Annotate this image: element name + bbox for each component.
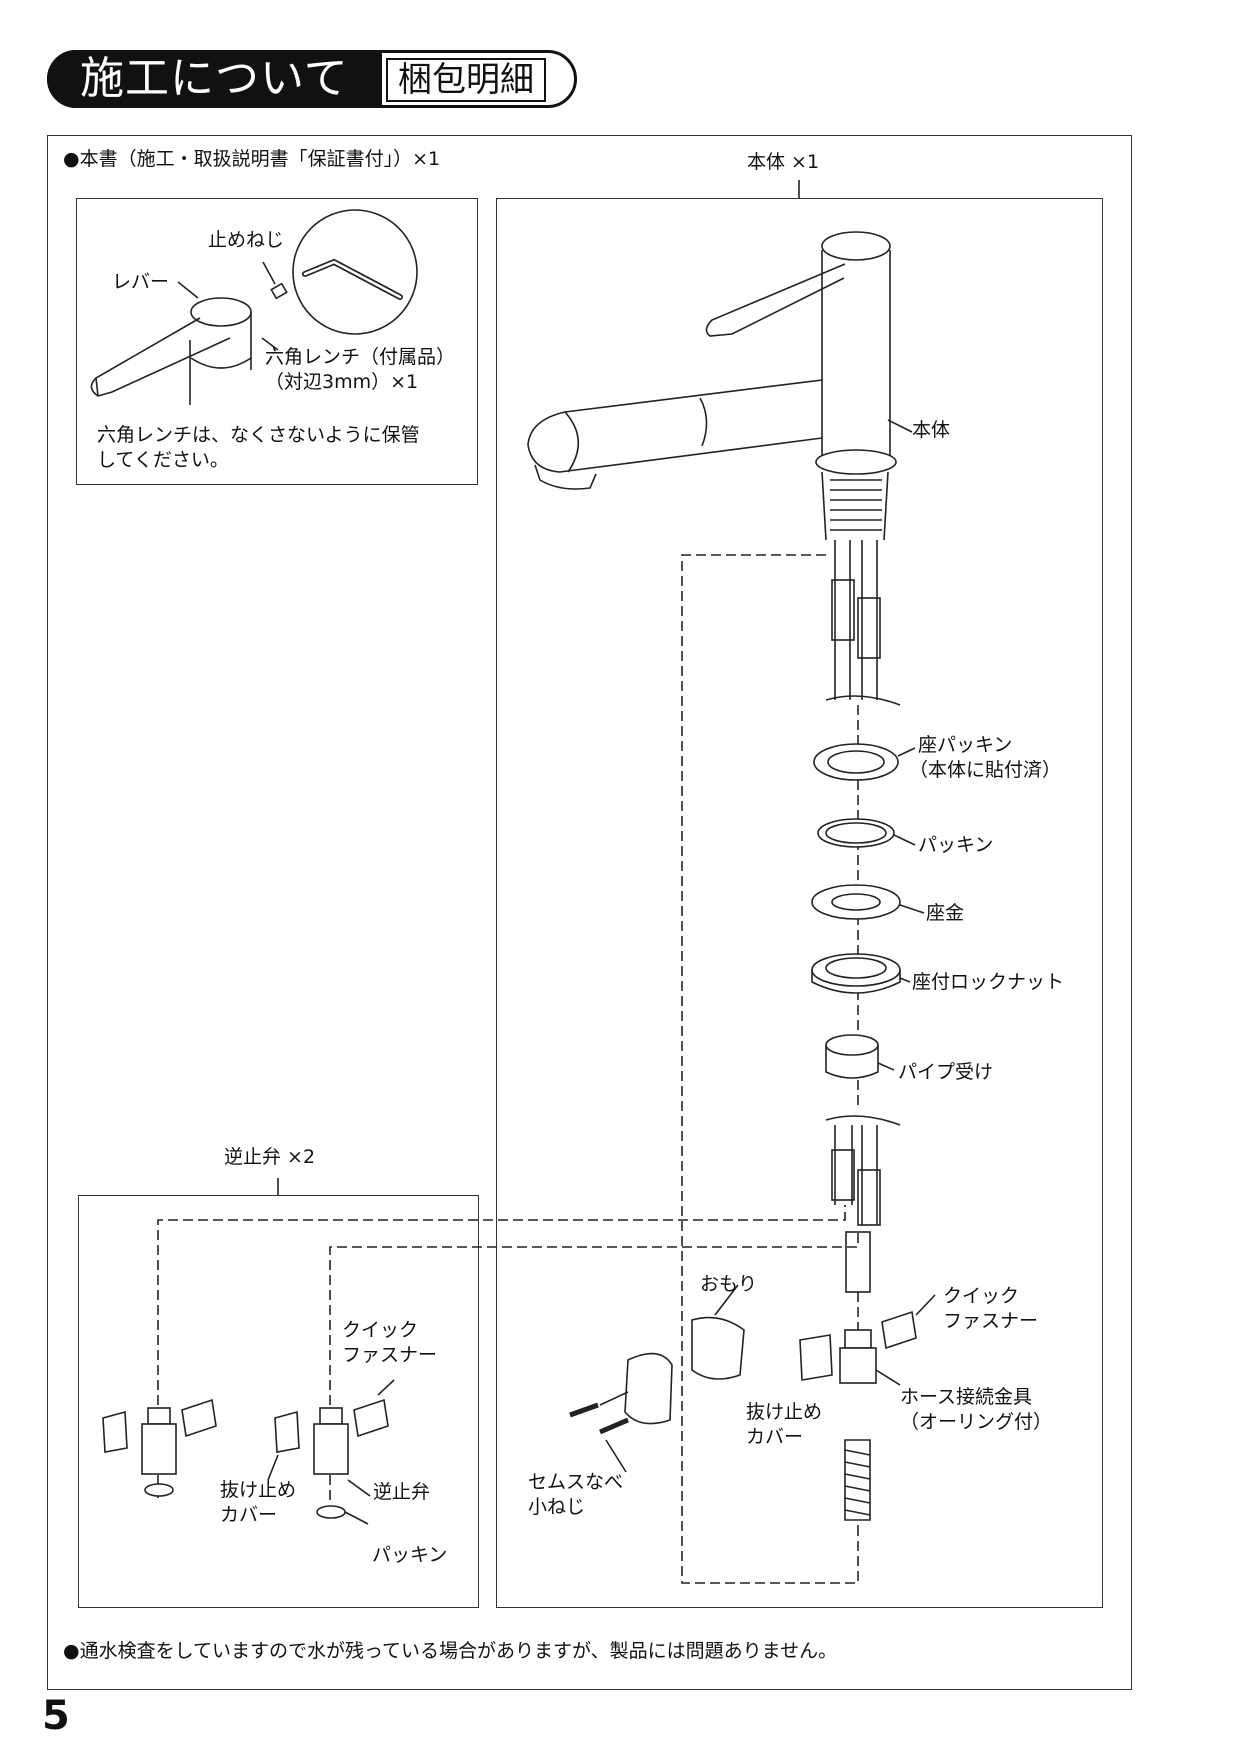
label-hex-wrench-2: （対辺3mm）×1 xyxy=(265,371,419,393)
lever-drawing xyxy=(90,297,252,405)
label-body: 本体 xyxy=(912,419,951,441)
faucet-body-drawing xyxy=(527,231,901,706)
label-slip-cover-1: 抜け止め xyxy=(746,1401,823,1423)
check-valve-box xyxy=(78,1195,479,1608)
label-lever: レバー xyxy=(112,271,170,293)
subtitle-box xyxy=(386,58,546,102)
manual-note: ●本書（施工・取扱説明書「保証書付」）×1 xyxy=(63,148,441,170)
header-title-background xyxy=(47,50,382,108)
label-hex-wrench-1: 六角レンチ（付属品） xyxy=(265,346,456,368)
main-body-box xyxy=(496,198,1103,1608)
label-cv-valve: 逆止弁 xyxy=(373,1481,431,1503)
label-washer: 座金 xyxy=(926,902,965,924)
label-quick-fastener-2: ファスナー xyxy=(943,1310,1039,1332)
label-lock-nut: 座付ロックナット xyxy=(912,971,1065,993)
label-quick-fastener-1: クイック xyxy=(943,1285,1020,1307)
label-cv-slip-cover-2: カバー xyxy=(220,1504,278,1526)
label-seat-packing-2: （本体に貼付済） xyxy=(909,759,1062,781)
label-packing: パッキン xyxy=(918,834,994,856)
check-valve-body xyxy=(141,1423,177,1475)
page-subtitle: 梱包明細 xyxy=(398,60,534,100)
label-weight: おもり xyxy=(700,1273,758,1295)
water-test-note: ●通水検査をしていますので水が残っている場合がありますが、製品には問題ありません… xyxy=(63,1640,838,1662)
weight-holder xyxy=(624,1352,673,1425)
label-screw-2: 小ねじ xyxy=(528,1496,586,1518)
main-body-heading: 本体 ×1 xyxy=(747,151,820,173)
wrench-magnifier xyxy=(292,209,418,335)
label-pipe-receiver: パイプ受け xyxy=(898,1061,994,1083)
label-cv-slip-cover-1: 抜け止め xyxy=(220,1479,297,1501)
page-number: 5 xyxy=(42,1693,70,1739)
check-valve-fastener xyxy=(181,1398,217,1438)
wrench-warning-2: してください。 xyxy=(97,449,229,471)
seat-packing-ring xyxy=(813,743,899,781)
set-screw-drawing xyxy=(262,261,288,300)
check-valve-slip-cover xyxy=(102,1410,128,1453)
page-title: 施工について xyxy=(80,53,349,104)
label-cv-packing: パッキン xyxy=(372,1544,448,1566)
label-slip-cover-2: カバー xyxy=(746,1426,804,1448)
label-cv-quick-fastener-2: ファスナー xyxy=(342,1344,438,1366)
label-seat-packing-1: 座パッキン xyxy=(918,734,1013,756)
slip-cover xyxy=(799,1334,833,1381)
check-valve-heading: 逆止弁 ×2 xyxy=(224,1146,316,1168)
label-hose-fitting-2: （オーリング付） xyxy=(900,1411,1053,1433)
outer-frame xyxy=(47,135,1132,1690)
label-screw-1: セムスなべ xyxy=(528,1471,624,1493)
label-hose-fitting-1: ホース接続金具 xyxy=(900,1386,1033,1408)
quick-fastener xyxy=(881,1310,917,1350)
wrench-warning-1: 六角レンチは、なくさないように保管 xyxy=(97,424,420,446)
weight xyxy=(691,1316,745,1380)
label-set-screw: 止めねじ xyxy=(208,229,285,251)
lever-box xyxy=(76,198,478,485)
hose-fitting xyxy=(844,1329,872,1349)
washer-ring xyxy=(811,884,901,920)
label-cv-quick-fastener-1: クイック xyxy=(342,1319,419,1341)
